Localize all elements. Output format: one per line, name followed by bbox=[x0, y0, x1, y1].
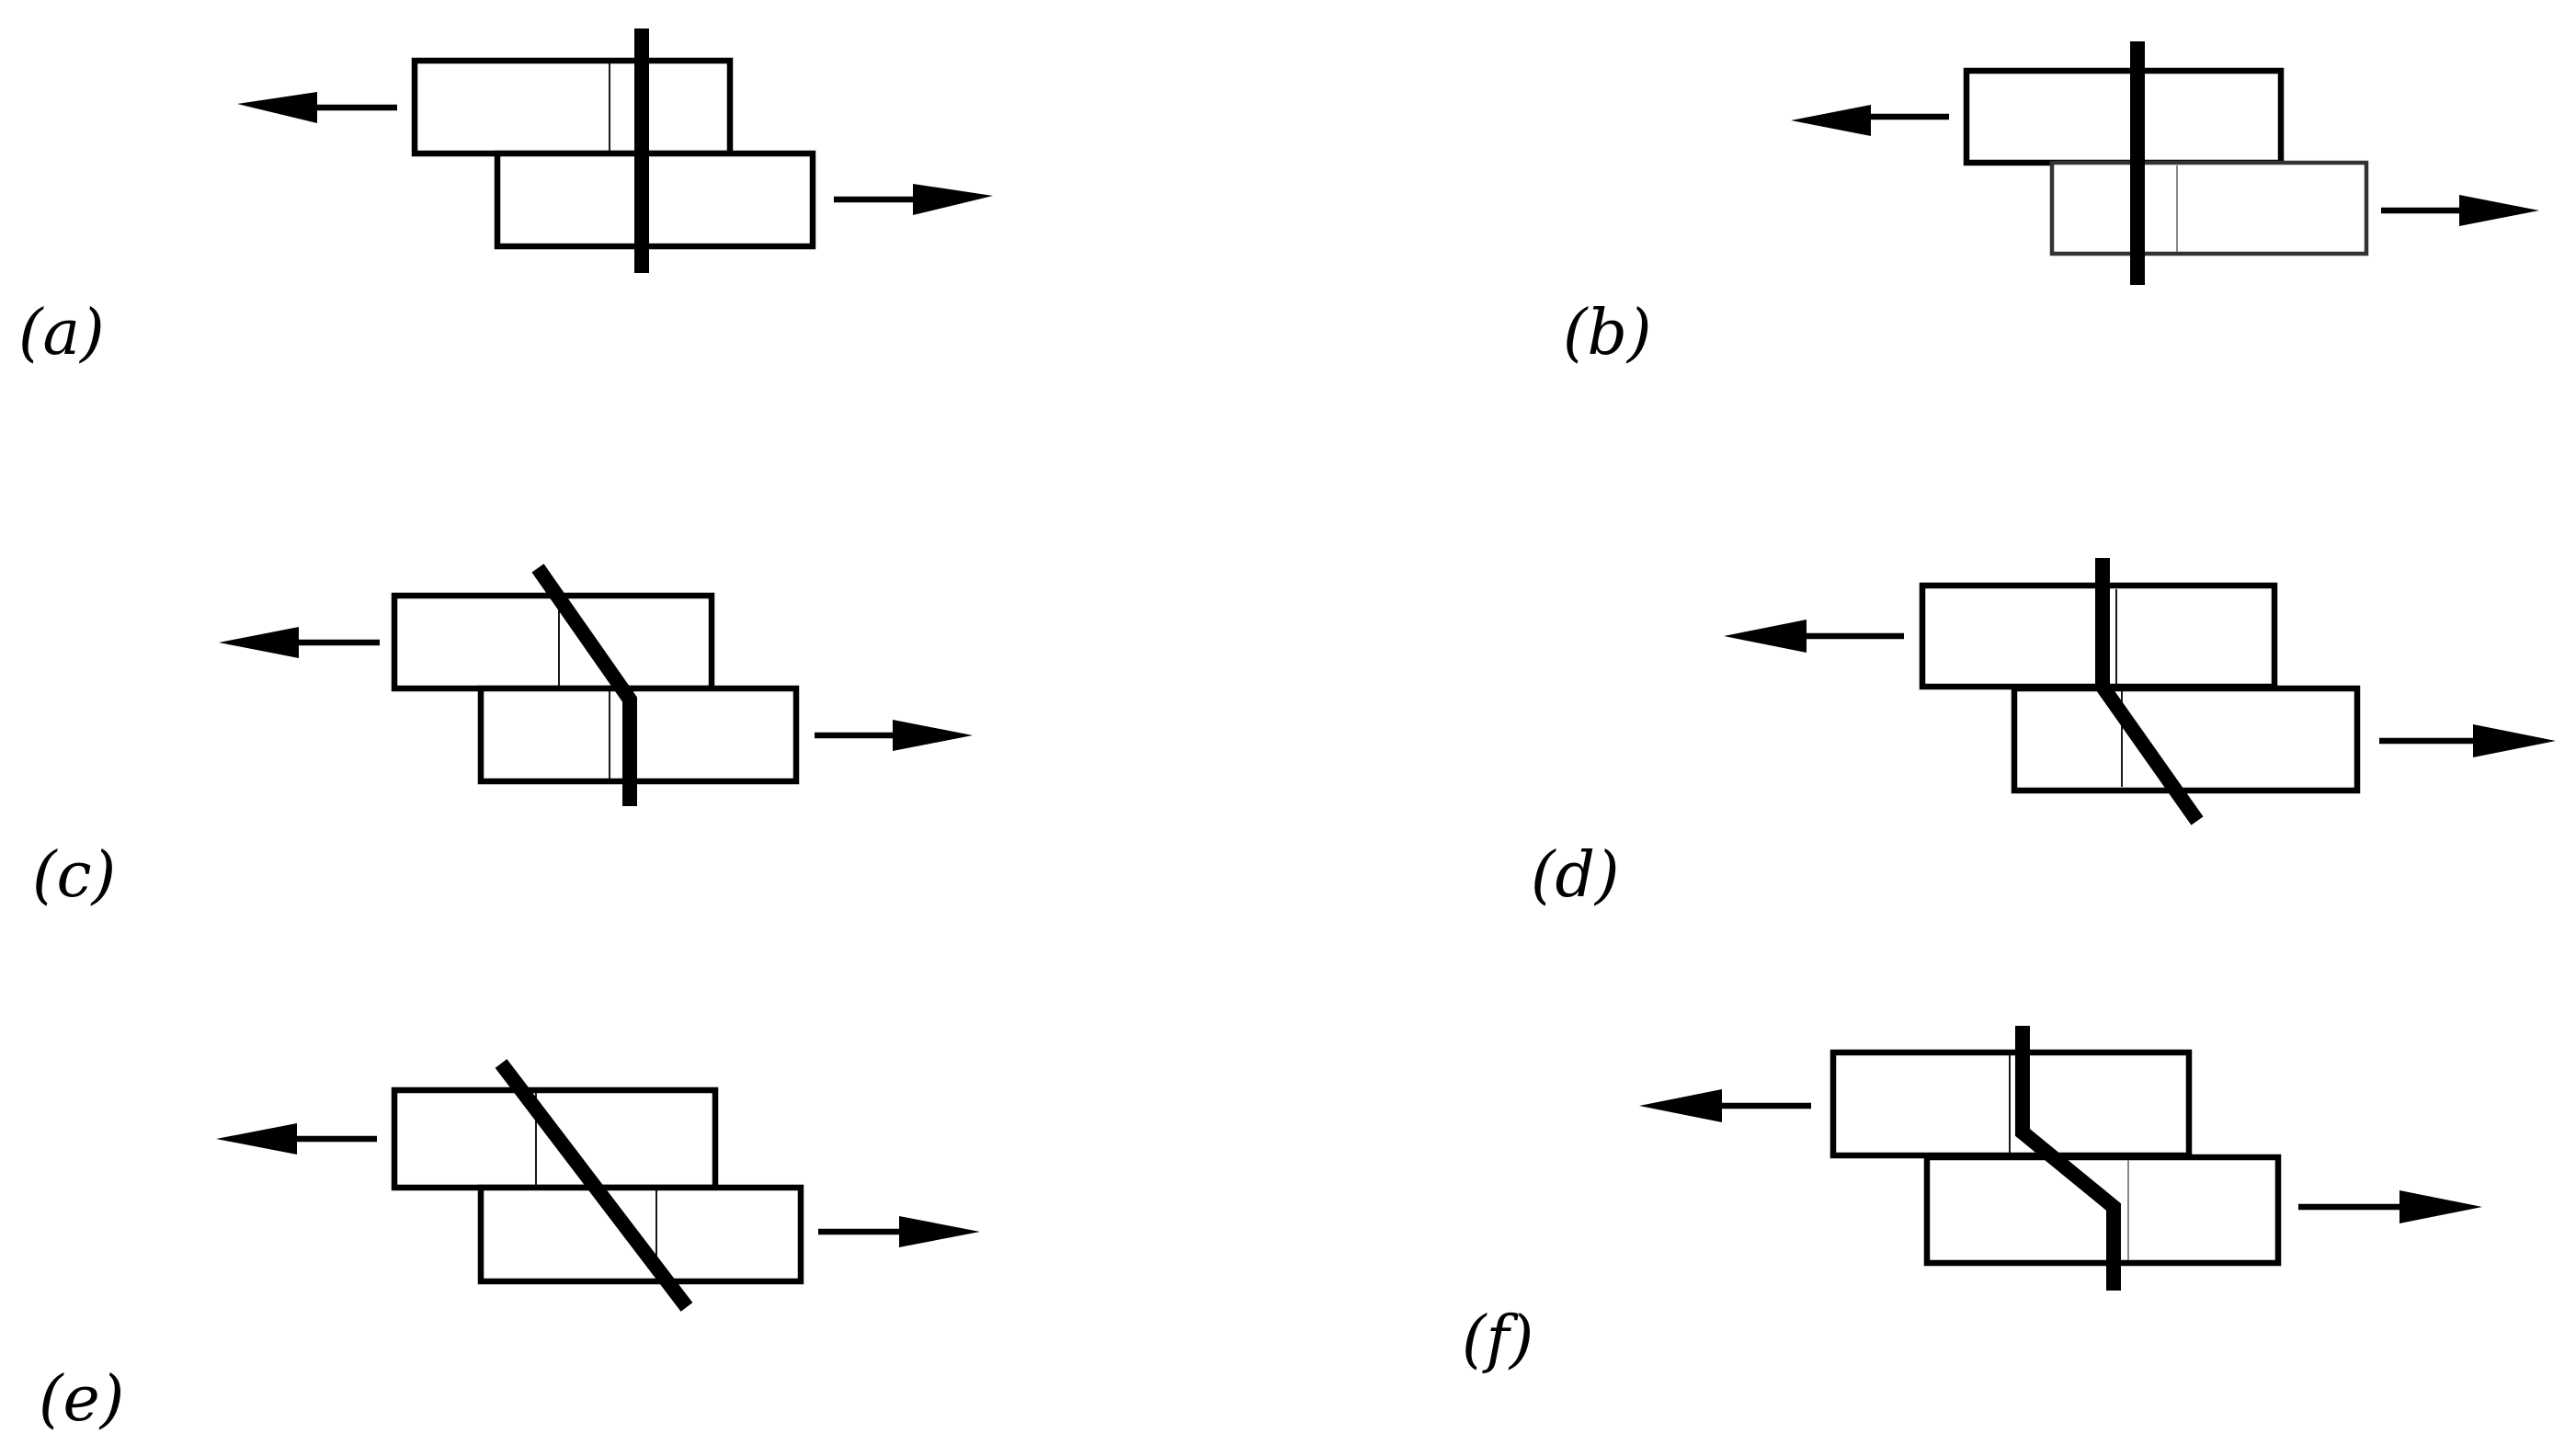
panel-label-f: (f) bbox=[1462, 1303, 1533, 1376]
right-arrow bbox=[2298, 1190, 2482, 1223]
lower-block bbox=[477, 1184, 804, 1285]
panel-c: (c) bbox=[32, 563, 973, 912]
left-arrow bbox=[1791, 105, 1949, 136]
upper-block bbox=[1829, 1049, 2193, 1159]
panel-e: (e) bbox=[39, 1059, 980, 1436]
lower-block bbox=[2011, 685, 2361, 794]
panel-label-d: (d) bbox=[1531, 839, 1620, 912]
left-arrow bbox=[216, 1123, 377, 1155]
fiber bbox=[2015, 1026, 2121, 1291]
panel-d: (d) bbox=[1531, 558, 2556, 912]
left-arrow bbox=[237, 92, 397, 123]
right-arrow bbox=[2379, 724, 2556, 757]
panel-label-e: (e) bbox=[39, 1363, 124, 1436]
left-arrow bbox=[219, 627, 380, 658]
left-arrow bbox=[1639, 1089, 1811, 1122]
lower-block bbox=[494, 150, 816, 250]
left-arrow bbox=[1724, 620, 1904, 653]
panel-a: (a) bbox=[18, 28, 993, 370]
panel-label-b: (b) bbox=[1563, 297, 1652, 370]
lower-block bbox=[2049, 160, 2369, 256]
right-arrow bbox=[2381, 195, 2539, 226]
upper-block bbox=[411, 57, 734, 157]
panel-f: (f) bbox=[1462, 1026, 2482, 1376]
right-arrow bbox=[834, 184, 993, 215]
lower-block bbox=[477, 685, 800, 785]
upper-block bbox=[391, 592, 715, 692]
panel-label-a: (a) bbox=[18, 297, 105, 370]
fiber bbox=[495, 1059, 693, 1312]
panel-label-c: (c) bbox=[32, 839, 116, 912]
right-arrow bbox=[818, 1216, 980, 1247]
right-arrow bbox=[815, 720, 973, 751]
lower-block bbox=[1923, 1154, 2282, 1267]
fiber bbox=[2095, 558, 2204, 825]
upper-block bbox=[1963, 67, 2285, 166]
panel-b: (b) bbox=[1563, 41, 2539, 370]
fiber bbox=[531, 563, 637, 806]
